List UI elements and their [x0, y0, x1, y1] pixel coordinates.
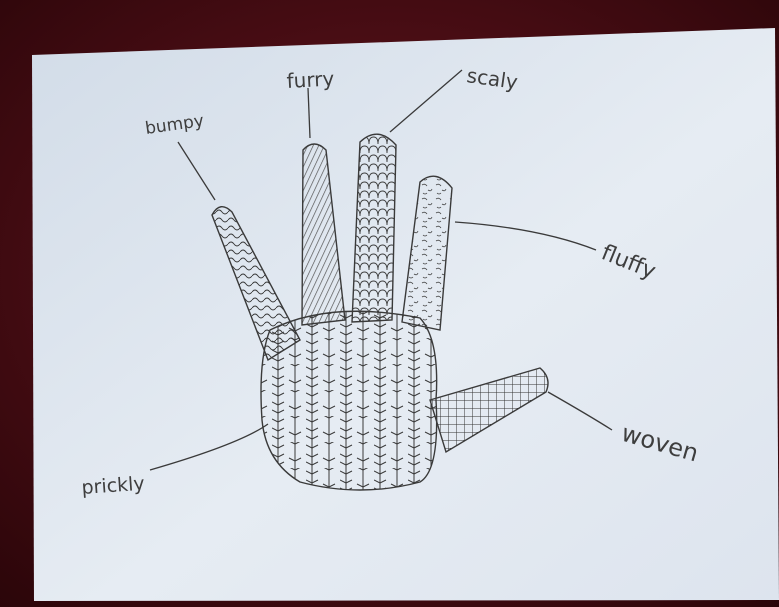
- palm-prickly: [261, 311, 437, 490]
- label-furry: furry: [286, 67, 335, 93]
- label-prickly: prickly: [81, 473, 146, 499]
- finger-scaly: [352, 134, 396, 322]
